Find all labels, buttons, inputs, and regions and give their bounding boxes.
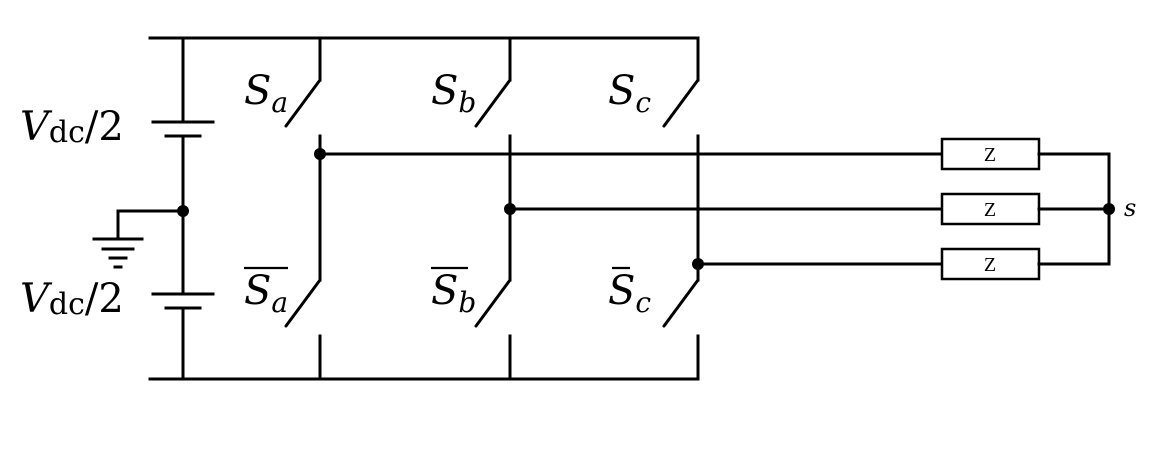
switch-a-lower-label: Sa (244, 268, 288, 319)
switch-b-lower-blade (474, 278, 512, 328)
switch-b-upper-blade (474, 78, 512, 128)
load-impedance-b (940, 192, 1041, 226)
load-a-label: Z (984, 144, 996, 166)
leg-a (284, 36, 326, 381)
leg-b (474, 36, 516, 381)
neutral-label: s (1124, 194, 1136, 222)
ground-icon (92, 209, 185, 269)
top-source-label: Vdc/2 (20, 104, 124, 150)
switch-c-lower-label: Sc (608, 268, 651, 319)
switch-c-upper-label: Sc (608, 68, 651, 119)
dc-source-column (151, 36, 215, 381)
switch-b-upper-label: Sb (431, 68, 476, 119)
load-c-label: Z (984, 254, 996, 276)
switch-b-lower-label: Sb (431, 268, 476, 319)
switch-a-upper-label: Sa (244, 68, 288, 119)
load-impedance-a (940, 137, 1041, 171)
switch-a-upper-blade (284, 78, 322, 128)
neutral-node (1103, 203, 1115, 215)
switch-c-upper-blade (662, 78, 700, 128)
switch-c-lower-blade (662, 278, 700, 328)
load-impedance-c (940, 247, 1041, 281)
load-b-label: Z (984, 199, 996, 221)
switch-a-lower-blade (284, 278, 322, 328)
bottom-source-label: Vdc/2 (20, 276, 124, 322)
